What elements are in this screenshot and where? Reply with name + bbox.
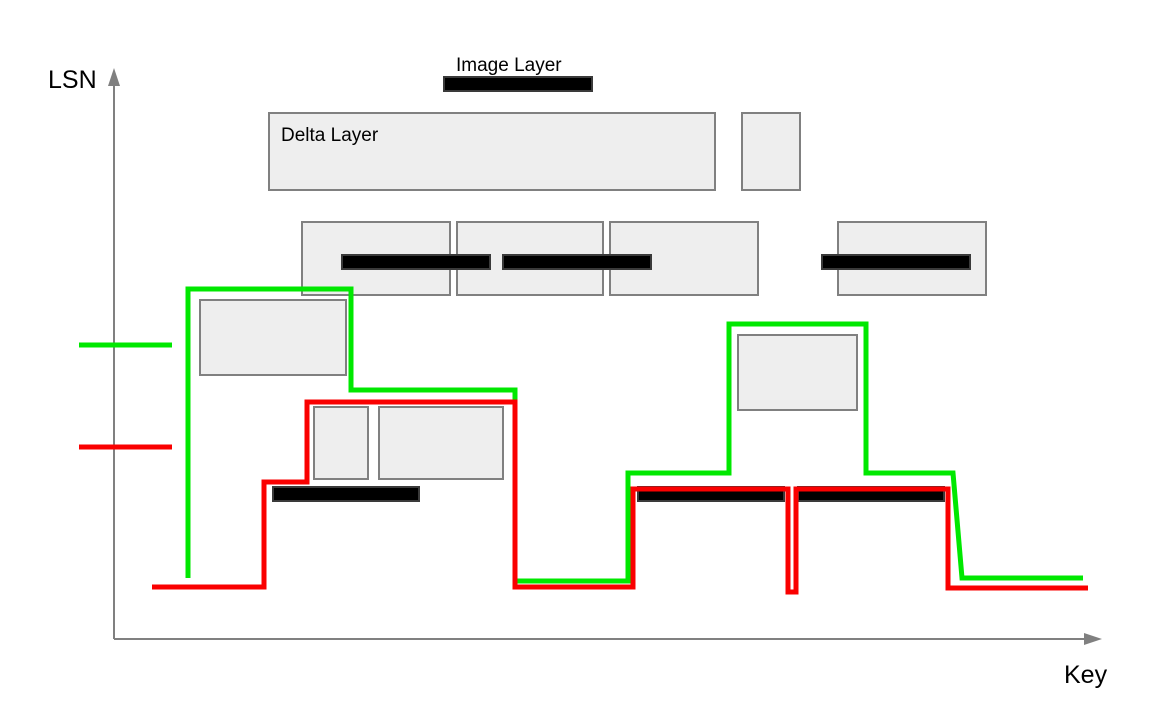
delta-layer-boxes	[199, 112, 987, 480]
delta-layer-small-top-right[interactable]	[741, 112, 801, 191]
image-bar-row2-right[interactable]	[821, 254, 971, 270]
delta-layer-left-mid[interactable]	[199, 299, 347, 376]
green-lsn-curve	[185, 286, 1083, 584]
delta-layer-lower-a[interactable]	[313, 406, 369, 480]
lsn-tick-group	[79, 342, 172, 450]
image-bar-row2-left[interactable]	[341, 254, 491, 270]
image-layer-label: Image Layer	[456, 55, 562, 76]
delta-layer-label: Delta Layer	[281, 125, 379, 146]
red-lsn-curve	[152, 399, 1088, 595]
y-axis-label: LSN	[48, 66, 97, 94]
y-axis-arrowhead	[108, 68, 120, 86]
delta-layer-lower-b[interactable]	[378, 406, 504, 480]
x-axis-arrowhead	[1084, 633, 1102, 645]
delta-layer-big[interactable]	[268, 112, 716, 191]
image-bar-row2-mid[interactable]	[502, 254, 652, 270]
x-axis-label: Key	[1064, 661, 1108, 689]
axes-group	[108, 68, 1102, 645]
image-bar-lower-left[interactable]	[272, 486, 420, 502]
image-bar-top[interactable]	[443, 76, 593, 92]
delta-layer-right-mid[interactable]	[737, 334, 858, 411]
